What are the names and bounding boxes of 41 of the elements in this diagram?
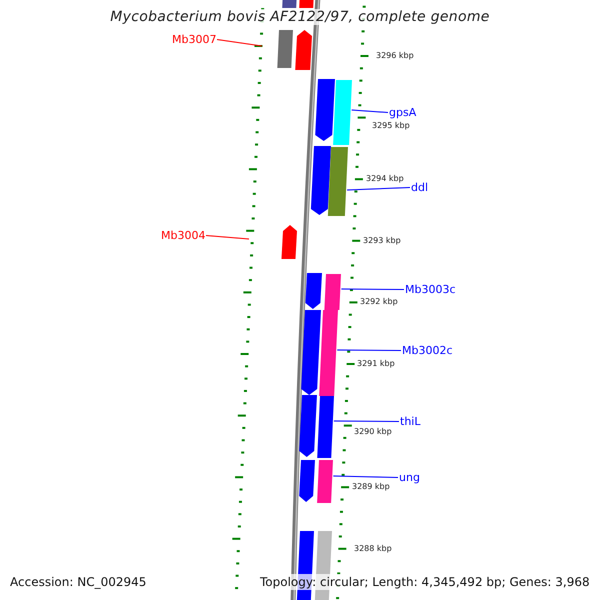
gene-feature-bar <box>317 396 334 458</box>
diagram-title: Mycobacterium bovis AF2122/97, complete genome <box>108 9 492 25</box>
gene-label: Mb3003c <box>405 283 456 296</box>
leader-line <box>216 39 262 46</box>
leader-line <box>340 288 404 290</box>
gene-feature-bar <box>299 395 317 457</box>
position-label: 3293 kbp <box>363 236 401 246</box>
gene-feature-bar <box>281 225 297 259</box>
position-label: 3295 kbp <box>372 121 410 131</box>
gene-feature-bar <box>305 273 322 309</box>
gene-feature-bar <box>317 460 333 503</box>
position-label: 3288 kbp <box>354 544 392 554</box>
position-label: 3290 kbp <box>354 427 392 437</box>
gene-feature-bar <box>295 30 312 70</box>
position-label: 3296 kbp <box>376 51 414 61</box>
leader-line <box>332 476 398 478</box>
leader-line <box>336 350 402 351</box>
position-label: 3291 kbp <box>357 359 395 369</box>
gene-label: ung <box>399 471 420 484</box>
leader-line <box>206 235 250 240</box>
gene-label: thiL <box>400 415 420 428</box>
position-label: 3292 kbp <box>360 297 398 307</box>
position-label: 3289 kbp <box>352 482 390 492</box>
gene-feature-bar <box>315 79 335 141</box>
gene-feature-bar <box>299 460 315 502</box>
gene-feature-bar <box>328 147 348 216</box>
leader-line <box>333 420 400 422</box>
leader-line <box>351 110 388 113</box>
position-label: 3294 kbp <box>366 174 404 184</box>
gene-feature-bar <box>333 80 352 145</box>
gene-feature-bar <box>277 30 293 68</box>
gene-label: Mb3007 <box>172 33 216 46</box>
gene-label: ddl <box>411 181 428 194</box>
gene-feature-bar <box>310 146 331 215</box>
gene-label: Mb3004 <box>161 229 206 242</box>
gene-label: gpsA <box>389 106 416 119</box>
genome-info-text: Accession: NC_002945 <box>9 574 148 590</box>
gene-label: Mb3002c <box>402 344 453 357</box>
genome-info-text: Topology: circular; Length: 4,345,492 bp; Genes: 3,968 <box>258 574 592 590</box>
leader-line <box>346 187 410 190</box>
gene-feature-bar <box>324 274 341 310</box>
